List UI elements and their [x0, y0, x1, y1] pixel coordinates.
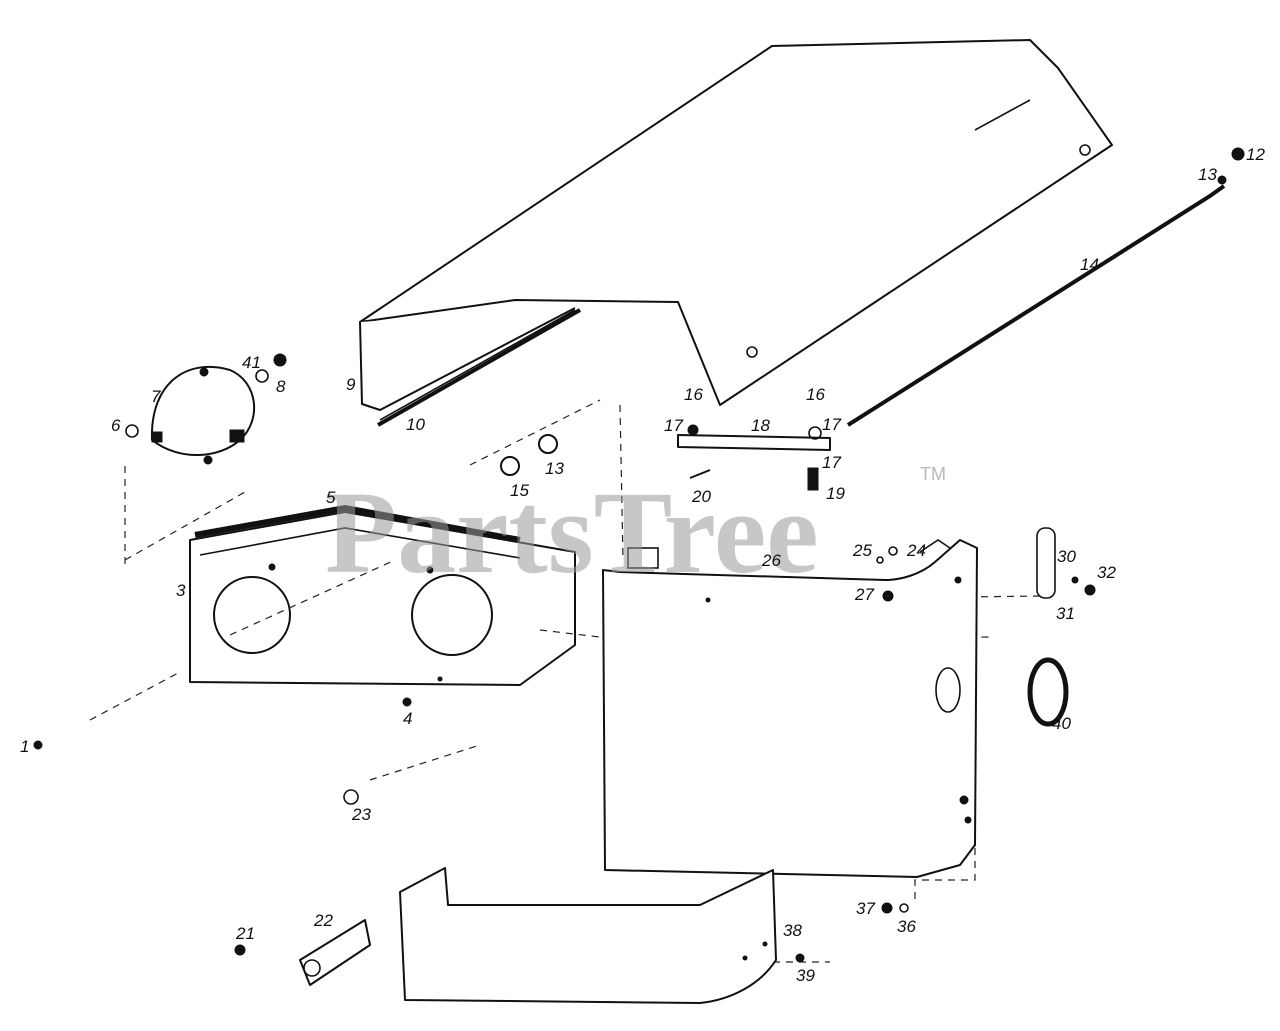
callout-label: 26	[761, 551, 781, 570]
callout-label: 19	[826, 484, 845, 503]
brace-part	[677, 424, 831, 491]
callout-label: 5	[326, 488, 336, 507]
front-panel-part	[189, 504, 576, 686]
callout-label: 41	[242, 353, 261, 372]
callout-label: 17	[664, 416, 683, 435]
watermark-brand: PartsTree	[325, 467, 819, 598]
callout-label: 36	[897, 917, 916, 936]
callout-label: 32	[1097, 563, 1116, 582]
callout-label: 21	[235, 924, 255, 943]
callout-label: 31	[1056, 604, 1075, 623]
callout-label: 38	[783, 921, 802, 940]
callout-label: 18	[751, 416, 770, 435]
hinge-rod-part	[377, 308, 581, 427]
callout-label: 30	[1057, 547, 1076, 566]
callout-labels: 1 3 4 5 6 7 8 9 10 12 13 13 14 15 16 16 …	[20, 145, 1265, 985]
lower-panel-part	[399, 867, 777, 1004]
callout-label: 16	[806, 385, 825, 404]
callout-label: 1	[20, 737, 29, 756]
callout-label: 3	[176, 581, 186, 600]
callout-label: 8	[276, 377, 286, 396]
watermark-trademark: TM	[920, 464, 946, 484]
callout-label: 9	[346, 375, 356, 394]
callout-label: 17	[822, 415, 841, 434]
support-rod-part	[846, 147, 1245, 427]
grille-cover-part	[602, 539, 978, 878]
callout-label: 24	[906, 541, 926, 560]
callout-label: 12	[1246, 145, 1265, 164]
callout-label: 7	[151, 387, 161, 406]
callout-label: 15	[510, 481, 529, 500]
headlight-bracket-part	[125, 353, 287, 465]
callout-label: 37	[856, 899, 875, 918]
callout-label: 27	[854, 585, 874, 604]
callout-label: 25	[852, 541, 872, 560]
callout-label: 20	[691, 487, 711, 506]
bar-part	[33, 434, 909, 986]
callout-label: 17	[822, 453, 841, 472]
hood-part	[359, 39, 1113, 421]
callout-label: 14	[1080, 255, 1099, 274]
watermark: PartsTree TM	[325, 464, 946, 598]
callout-label: 10	[406, 415, 425, 434]
callout-label: 40	[1052, 714, 1071, 733]
callout-label: 39	[796, 966, 815, 985]
callout-label: 13	[545, 459, 564, 478]
callout-label: 23	[351, 805, 371, 824]
callout-label: 6	[111, 416, 121, 435]
callout-label: 4	[403, 709, 412, 728]
bracket-part	[1036, 527, 1096, 599]
callout-label: 22	[313, 911, 333, 930]
ring-part	[1027, 657, 1069, 727]
callout-label: 16	[684, 385, 703, 404]
callout-label: 13	[1198, 165, 1217, 184]
